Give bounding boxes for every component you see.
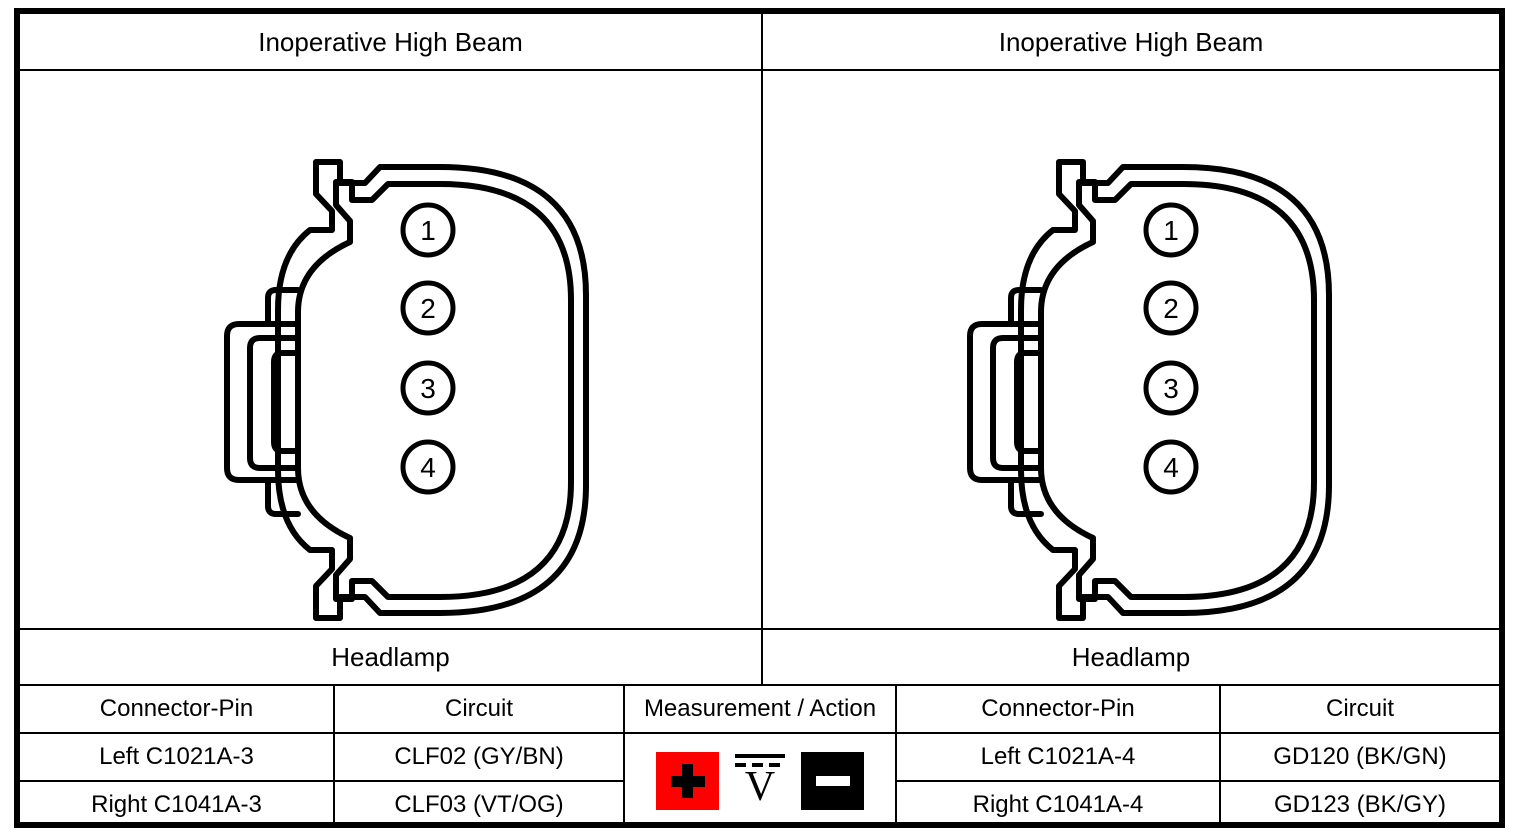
pin-label-2: 2 [1163, 293, 1179, 324]
left-table-row-1-circuit: CLF03 (VT/OG) [394, 790, 564, 818]
rule-between-rows-left [20, 780, 624, 782]
pin-circle-1 [400, 202, 456, 258]
rule-under-component [20, 684, 1499, 686]
probe-negative-icon [801, 752, 864, 810]
right-table-row-0-circuit: GD120 (BK/GN) [1273, 742, 1447, 770]
probe-positive-icon [656, 752, 719, 810]
pin-circle-1 [1143, 202, 1199, 258]
pin-label-3: 3 [1163, 373, 1179, 404]
panel-title-left: Inoperative High Beam [258, 27, 523, 58]
pin-label-2: 2 [420, 293, 436, 324]
voltmeter-v-label: V [744, 764, 776, 810]
dc-dashed-line [735, 763, 785, 767]
pin-circle-2 [400, 280, 456, 336]
pin-label-1: 1 [1163, 215, 1179, 246]
rule-measurement-right [895, 684, 897, 822]
left-table-row-0-circuit: CLF02 (GY/BN) [394, 742, 564, 770]
left-table-header-connector-pin: Connector-Pin [99, 694, 254, 722]
rule-left-col-1 [333, 684, 335, 822]
rule-under-connector [20, 628, 1499, 630]
component-label-left: Headlamp [331, 641, 450, 672]
pin-label-4: 4 [420, 452, 436, 483]
pin-circle-4 [1143, 439, 1199, 495]
pin-label-4: 4 [1163, 452, 1179, 483]
rule-measurement-left [623, 684, 625, 822]
pin-circle-3 [400, 360, 456, 416]
pin-label-1: 1 [420, 215, 436, 246]
right-table-header-connector-pin: Connector-Pin [981, 694, 1135, 722]
connector-graphic-left: 1 2 3 4 [20, 70, 765, 628]
right-table-header-circuit: Circuit [1325, 694, 1394, 722]
rule-right-col-1 [1219, 684, 1221, 822]
dc-voltmeter-icon: V [733, 750, 787, 812]
plus-vertical-bar [682, 764, 693, 798]
pin-circle-4 [400, 439, 456, 495]
left-table-header-circuit: Circuit [444, 694, 513, 722]
measurement-header: Measurement / Action [643, 694, 877, 722]
left-table-row-1-connector-pin: Right C1041A-3 [91, 790, 262, 818]
dc-solid-line [735, 754, 785, 758]
minus-bar [815, 776, 850, 786]
rule-under-table-header [20, 732, 1499, 734]
connector-graphic-right: 1 2 3 4 [763, 70, 1508, 628]
right-table-row-1-connector-pin: Right C1041A-4 [972, 790, 1144, 818]
measurement-action-icons: V [625, 734, 895, 828]
rule-under-title [20, 69, 1499, 71]
left-table-row-0-connector-pin: Left C1021A-3 [99, 742, 254, 770]
component-label-right: Headlamp [1071, 641, 1191, 672]
panel-title-right: Inoperative High Beam [998, 27, 1264, 58]
pin-circle-3 [1143, 360, 1199, 416]
pin-circle-2 [1143, 280, 1199, 336]
pin-label-3: 3 [420, 373, 436, 404]
right-table-row-1-circuit: GD123 (BK/GY) [1273, 790, 1447, 818]
rule-panel-split [761, 14, 763, 684]
rule-between-rows-right [896, 780, 1499, 782]
right-table-row-0-connector-pin: Left C1021A-4 [980, 742, 1136, 770]
diagram-outer-frame [14, 8, 1505, 828]
